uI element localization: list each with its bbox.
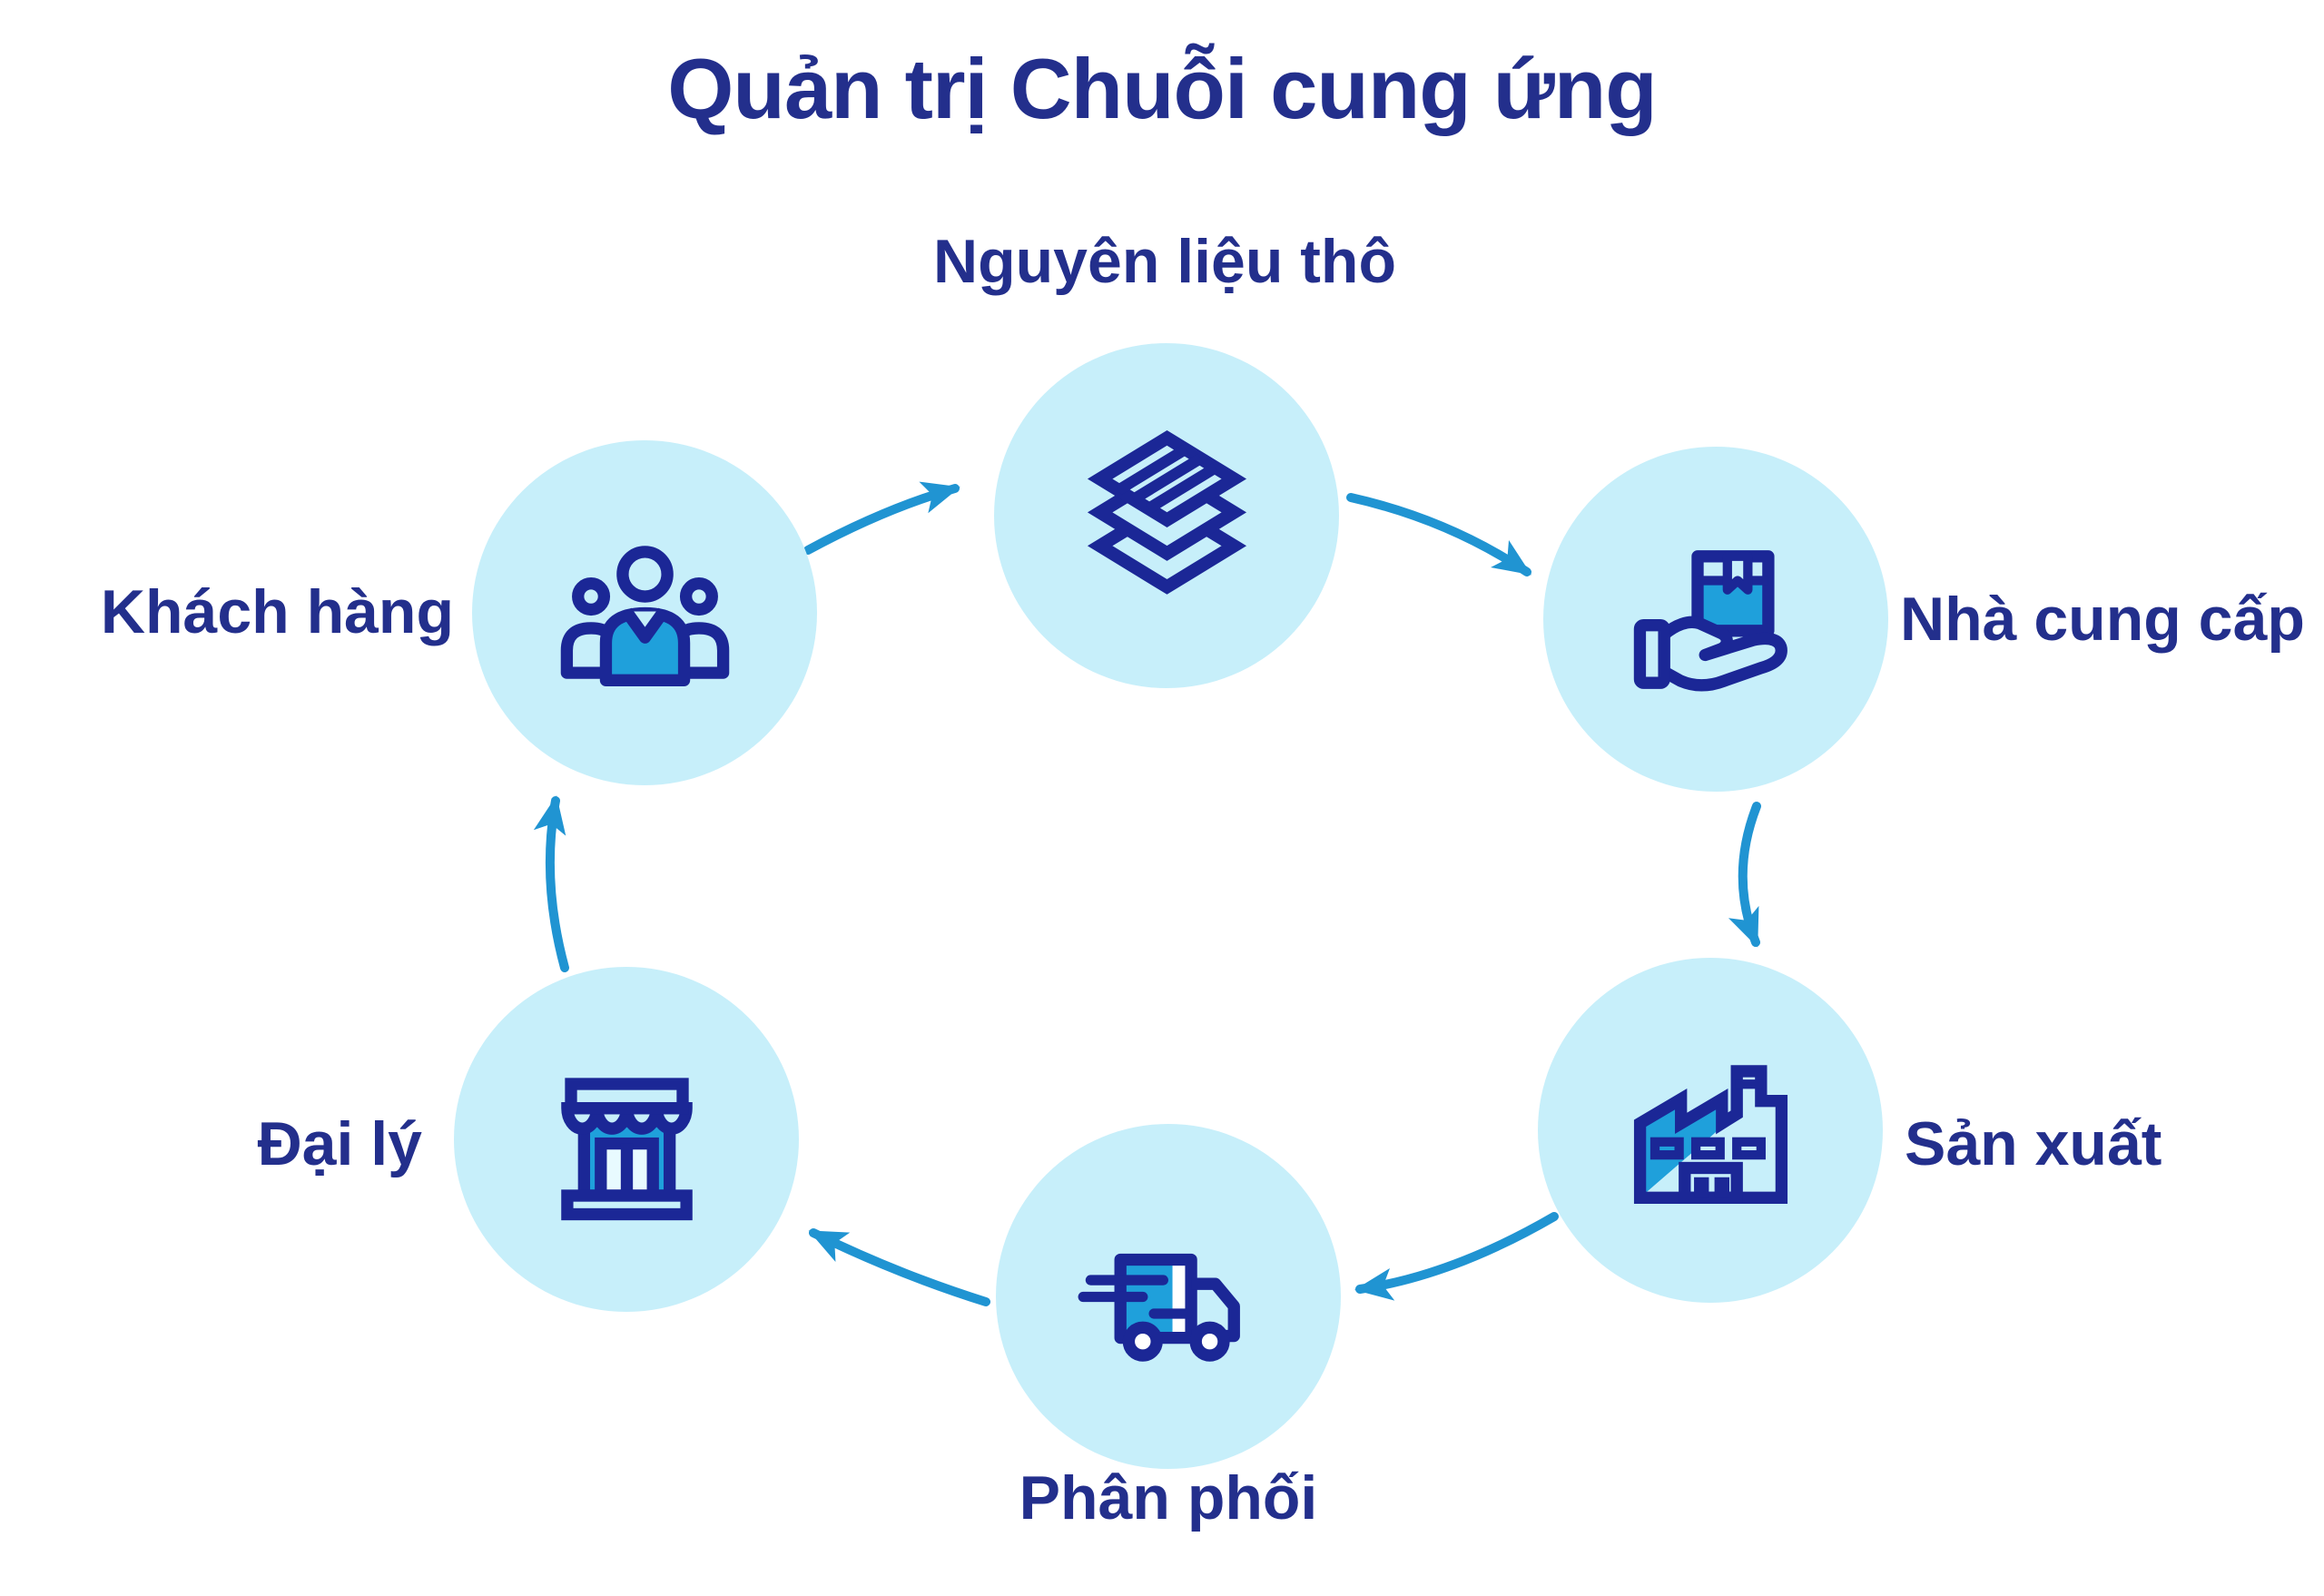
arrow-dealer-to-customer <box>533 795 569 972</box>
node-label-supplier: Nhà cung cấp <box>1900 585 2305 654</box>
node-raw-materials <box>994 343 1339 688</box>
node-label-distribution: Phân phối <box>1019 1463 1318 1532</box>
node-dealer <box>454 967 799 1312</box>
node-label-customer: Khách hàng <box>100 577 454 646</box>
hand-box-icon <box>1633 549 1787 691</box>
people-icon <box>560 545 729 686</box>
factory-icon <box>1633 1064 1787 1204</box>
node-distribution <box>996 1124 1341 1469</box>
arrow-distribution-to-dealer <box>808 1228 990 1306</box>
node-production <box>1538 958 1883 1303</box>
node-label-production: Sản xuất <box>1905 1109 2162 1178</box>
node-customer <box>472 440 817 785</box>
arrow-supplier-to-production <box>1728 802 1761 948</box>
node-supplier <box>1543 447 1888 792</box>
store-icon <box>560 1077 693 1220</box>
layers-icon <box>1087 429 1246 595</box>
page-title: Quản trị Chuỗi cung ứng <box>667 41 1657 136</box>
arrow-production-to-distribution <box>1354 1212 1559 1301</box>
arrow-customer-to-raw <box>803 481 960 555</box>
node-label-raw-materials: Nguyên liệu thô <box>933 227 1396 296</box>
truck-icon <box>1078 1253 1240 1362</box>
node-label-dealer: Đại lý <box>257 1109 422 1178</box>
arrow-raw-to-supplier <box>1346 493 1531 576</box>
